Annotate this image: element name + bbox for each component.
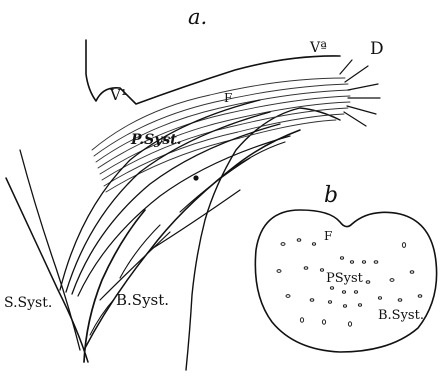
panel-a-letter: a. bbox=[188, 5, 207, 29]
label-f: F bbox=[224, 91, 232, 105]
label-b-syst: B.Syst. bbox=[116, 291, 169, 309]
label-s-syst: S.Syst. bbox=[4, 295, 52, 311]
radiating-end bbox=[340, 60, 380, 126]
label-d: D bbox=[370, 39, 384, 59]
stalk-inner-edge bbox=[20, 150, 80, 350]
panel-b-letter: b bbox=[324, 183, 338, 208]
label-va: Vª bbox=[309, 40, 327, 56]
label-p-syst: P.Syst. bbox=[130, 132, 182, 148]
junction-dot bbox=[193, 175, 198, 180]
label-b-b-syst: B.Syst. bbox=[378, 308, 424, 323]
b-system-strands bbox=[84, 130, 300, 350]
panel-b: b F PSyst B.Syst. bbox=[255, 183, 436, 352]
label-v1: V¹ bbox=[109, 86, 127, 104]
label-b-p-syst: PSyst bbox=[326, 271, 364, 286]
label-b-f: F bbox=[324, 229, 332, 243]
